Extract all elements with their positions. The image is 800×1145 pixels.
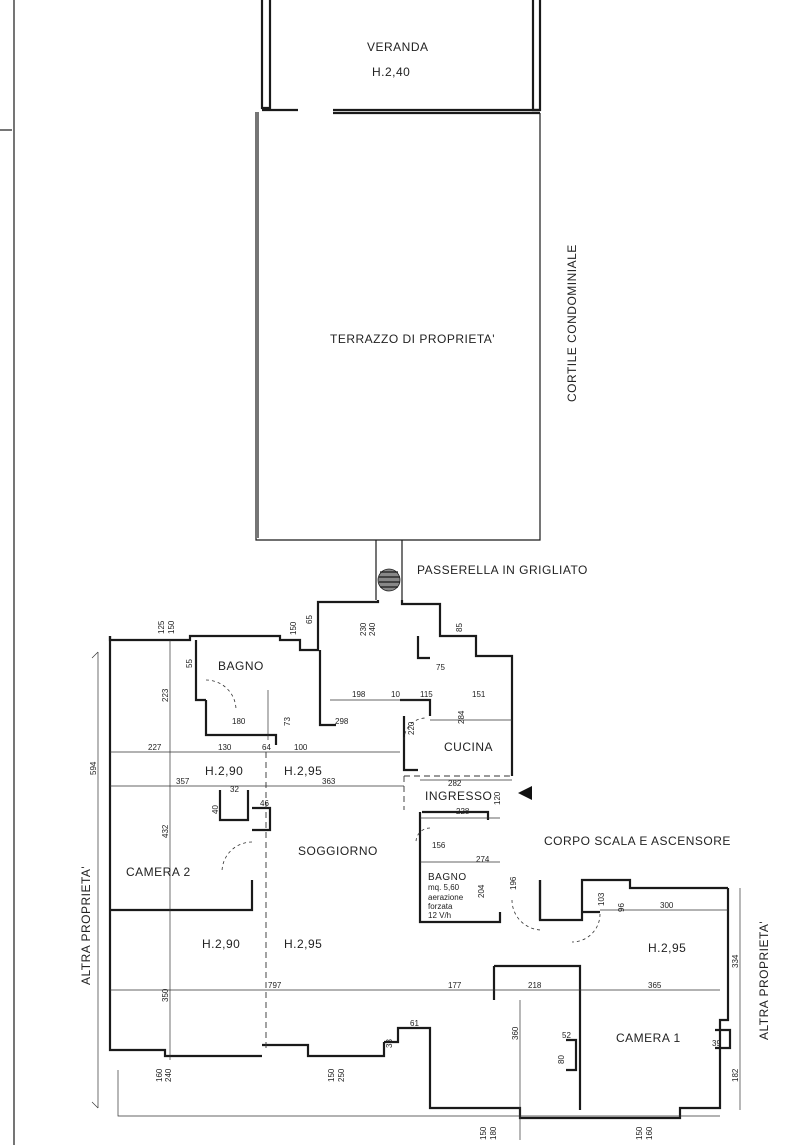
dim-label: 182: [731, 1068, 740, 1082]
dim-label: 39: [712, 1039, 721, 1048]
dim-label: 250: [337, 1068, 346, 1082]
dim-label: 357: [176, 777, 190, 786]
dim-label: 10: [391, 690, 400, 699]
bagno2-note-1: aerazione: [428, 893, 464, 902]
dim-label: 298: [335, 717, 349, 726]
dim-label: 240: [164, 1068, 173, 1082]
dim-label: 96: [617, 903, 626, 912]
dim-label: 240: [368, 622, 377, 636]
dim-label: 150: [327, 1068, 336, 1082]
dim-label: 160: [155, 1068, 164, 1082]
dim-label: 196: [509, 876, 518, 890]
altra-proprieta-left: ALTRA PROPRIETA': [79, 866, 93, 985]
dim-label: 120: [493, 791, 502, 805]
dim-label: 432: [161, 824, 170, 838]
veranda-height: H.2,40: [372, 65, 410, 79]
dim-label: 180: [232, 717, 246, 726]
dim-label: 594: [89, 761, 98, 775]
height-label: H.2,95: [648, 941, 686, 955]
dim-label: 73: [283, 717, 292, 726]
dim-label: 75: [436, 663, 445, 672]
veranda-outline: [260, 0, 542, 115]
dim-label: 228: [456, 807, 470, 816]
dim-label: 46: [260, 799, 269, 808]
passerella-label: PASSERELLA IN GRIGLIATO: [417, 563, 588, 577]
cucina-label: CUCINA: [444, 740, 493, 754]
dim-label: 300: [660, 901, 674, 910]
dim-label: 33: [385, 1039, 394, 1048]
cortile-label: CORTILE CONDOMINIALE: [565, 244, 579, 402]
dim-label: 180: [489, 1126, 498, 1140]
dim-label: 198: [352, 690, 366, 699]
dim-label: 350: [161, 988, 170, 1002]
dim-label: 151: [472, 690, 486, 699]
dim-label: 85: [455, 623, 464, 632]
dim-label: 363: [322, 777, 336, 786]
dim-label: 130: [218, 743, 232, 752]
dim-label: 150: [289, 621, 298, 635]
soggiorno-label: SOGGIORNO: [298, 844, 378, 858]
entrance-arrow-icon: [518, 786, 532, 800]
dim-label: 61: [410, 1019, 419, 1028]
bagno2-note-3: 12 V/h: [428, 911, 451, 920]
height-label: H.2,90: [202, 937, 240, 951]
apartment-walls: [108, 600, 732, 1120]
bagno2-area: mq. 5,60: [428, 883, 460, 892]
ingresso-label: INGRESSO: [425, 789, 492, 803]
height-label: H.2,95: [284, 764, 322, 778]
height-label: H.2,90: [205, 764, 243, 778]
veranda-label: VERANDA: [367, 40, 429, 54]
dim-label: 204: [477, 884, 486, 898]
camera2-label: CAMERA 2: [126, 865, 191, 879]
dim-label: 797: [268, 981, 282, 990]
dim-label: 282: [448, 779, 462, 788]
bagno1-label: BAGNO: [218, 659, 264, 673]
bagno2-label: BAGNO: [428, 872, 467, 883]
dim-label: 230: [359, 622, 368, 636]
dim-label: 218: [528, 981, 542, 990]
dim-label: 334: [731, 954, 740, 968]
terrazzo-outline: [255, 112, 541, 541]
dim-label: 365: [648, 981, 662, 990]
dim-label: 150: [479, 1126, 488, 1140]
dim-label: 52: [562, 1031, 571, 1040]
terrazzo-label: TERRAZZO DI PROPRIETA': [330, 332, 495, 346]
dim-label: 115: [420, 690, 433, 699]
dim-label: 100: [294, 743, 308, 752]
dim-label: 156: [432, 841, 446, 850]
dim-label: 55: [185, 659, 194, 668]
passerella-grating: [375, 540, 403, 600]
dim-label: 160: [645, 1126, 654, 1140]
dim-label: 223: [161, 688, 170, 702]
dim-label: 177: [448, 981, 462, 990]
dim-label: 150: [167, 620, 176, 634]
height-label: H.2,95: [284, 937, 322, 951]
dashed-partitions: [265, 752, 512, 1050]
dim-label: 284: [457, 710, 466, 724]
camera1-label: CAMERA 1: [616, 1031, 681, 1045]
dim-label: 80: [557, 1055, 566, 1064]
dim-label: 150: [635, 1126, 644, 1140]
dimension-lines: [91, 640, 741, 1140]
dim-label: 103: [597, 892, 606, 906]
dim-label: 40: [211, 805, 220, 814]
dim-label: 32: [230, 785, 239, 794]
bagno2-note-2: forzata: [428, 902, 453, 911]
corpo-scala-label: CORPO SCALA E ASCENSORE: [544, 834, 731, 848]
dim-label: 220: [407, 721, 416, 735]
dim-label: 274: [476, 855, 490, 864]
altra-proprieta-right: ALTRA PROPRIETA': [757, 921, 771, 1040]
door-swings: [205, 679, 601, 943]
dim-label: 65: [305, 615, 314, 624]
dim-label: 227: [148, 743, 162, 752]
dim-label: 64: [262, 743, 271, 752]
dim-label: 360: [511, 1026, 520, 1040]
dim-label: 125: [157, 620, 166, 634]
